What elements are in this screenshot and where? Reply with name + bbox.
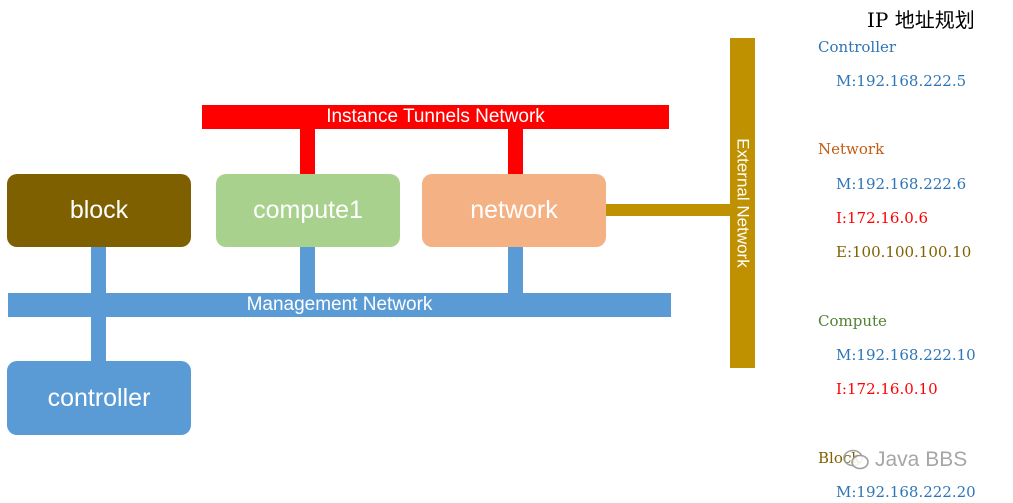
network-tunnel-ip: I:172.16.0.6 <box>836 209 929 227</box>
network-heading: Network <box>818 140 885 158</box>
compute-heading: Compute <box>818 312 887 330</box>
block-node: block <box>7 174 191 247</box>
block-heading: Block <box>818 449 861 467</box>
controller-node-label: controller <box>47 383 151 412</box>
controller-management-ip: M:192.168.222.5 <box>836 72 967 90</box>
compute1-tunnel-link <box>300 128 315 174</box>
watermark-text: Java BBS <box>875 448 968 471</box>
network-management-link <box>508 246 523 294</box>
network-management-ip: M:192.168.222.6 <box>836 175 967 193</box>
ip-plan-title: IP 地址规划 <box>867 8 975 32</box>
wechat-icon <box>843 449 869 470</box>
network-external-link <box>605 204 731 216</box>
block-node-label: block <box>69 196 129 224</box>
network-tunnel-link <box>508 128 523 174</box>
compute-tunnel-ip: I:172.16.0.10 <box>836 380 938 398</box>
ip-plan-panel: IP 地址规划 Controller M:192.168.222.5 Netwo… <box>800 0 1013 503</box>
watermark: Java BBS <box>843 448 967 472</box>
external-network-label: External Network <box>733 138 753 268</box>
network-node: network <box>422 174 606 247</box>
compute1-management-link <box>300 246 315 294</box>
management-network-label: Management Network <box>246 294 433 315</box>
compute-management-ip: M:192.168.222.10 <box>836 346 976 364</box>
network-node-label: network <box>470 196 558 224</box>
compute1-node-label: compute1 <box>253 196 363 224</box>
management-network-bar <box>8 293 671 317</box>
controller-heading: Controller <box>818 38 897 56</box>
compute1-node: compute1 <box>216 174 400 247</box>
instance-tunnels-network-bar <box>202 105 669 129</box>
block-management-ip: M:192.168.222.20 <box>836 483 976 501</box>
network-external-ip: E:100.100.100.10 <box>836 243 972 261</box>
external-network-bar <box>730 38 755 368</box>
controller-node: controller <box>7 361 191 435</box>
instance-tunnels-network-label: Instance Tunnels Network <box>326 106 545 127</box>
